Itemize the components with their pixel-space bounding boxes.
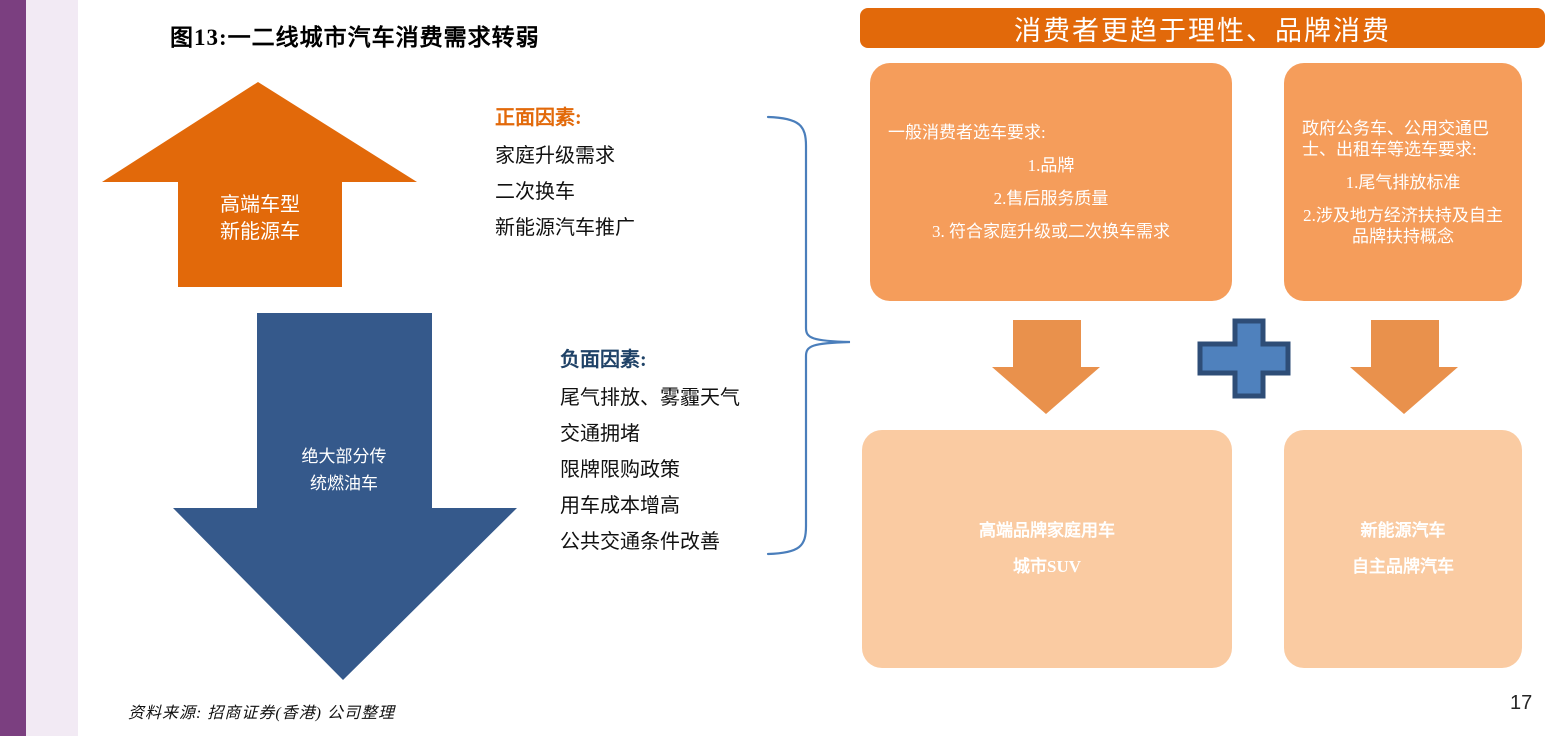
fleet-result-box: 新能源汽车 自主品牌汽车 [1284, 430, 1522, 668]
negative-factor-item: 公共交通条件改善 [560, 531, 720, 553]
consumer-requirement-item: 2.售后服务质量 [993, 189, 1109, 208]
consumer-requirements-box: 一般消费者选车要求: 1.品牌 2.售后服务质量 3. 符合家庭升级或二次换车需… [870, 63, 1232, 301]
curly-brace-icon [766, 115, 851, 556]
consumer-result-line: 高端品牌家庭用车 [979, 521, 1115, 540]
increase-arrow-label: 高端车型 新能源车 [220, 194, 300, 243]
positive-factors-list: 正面因素: 家庭升级需求 二次换车 新能源汽车推广 [495, 104, 635, 246]
positive-factor-item: 家庭升级需求 [495, 145, 615, 167]
negative-factor-item: 限牌限购政策 [560, 459, 680, 481]
positive-factor-item: 新能源汽车推广 [495, 217, 635, 239]
page-number: 17 [1510, 692, 1533, 714]
consumer-result-line: 城市SUV [1012, 557, 1081, 576]
increase-arrow-icon [102, 82, 417, 287]
decrease-arrow-icon [173, 313, 517, 680]
panel-header: 消费者更趋于理性、品牌消费 [860, 8, 1545, 48]
negative-factor-item: 交通拥堵 [560, 423, 640, 445]
consumer-requirements-heading: 一般消费者选车要求: [888, 123, 1046, 142]
fleet-requirements-box: 政府公务车、公用交通巴士、出租车等选车要求: 1.尾气排放标准 2.涉及地方经济… [1284, 63, 1522, 301]
consumer-requirement-item: 3. 符合家庭升级或二次换车需求 [932, 222, 1170, 241]
plus-icon [1197, 318, 1291, 399]
fleet-requirement-item: 1.尾气排放标准 [1345, 172, 1461, 192]
negative-factor-item: 尾气排放、雾霾天气 [560, 387, 740, 409]
consumer-result-box: 高端品牌家庭用车 城市SUV [862, 430, 1232, 668]
figure-title: 图13:一二线城市汽车消费需求转弱 [170, 25, 540, 50]
fleet-result-line: 自主品牌汽车 [1352, 557, 1454, 576]
consumer-requirement-item: 1.品牌 [1027, 156, 1075, 175]
sidebar-accent-bar [0, 0, 26, 736]
positive-factors-heading: 正面因素: [495, 107, 582, 129]
fleet-requirements-heading: 政府公务车、公用交通巴士、出租车等选车要求: [1302, 118, 1489, 159]
decrease-arrow-label: 绝大部分传 统燃油车 [301, 447, 387, 493]
source-note: 资料来源: 招商证券(香港) 公司整理 [128, 705, 395, 722]
down-arrow-icon [992, 320, 1100, 414]
sidebar-secondary-bar [26, 0, 78, 736]
positive-factor-item: 二次换车 [495, 181, 575, 203]
fleet-requirement-item: 2.涉及地方经济扶持及自主品牌扶持概念 [1303, 205, 1503, 246]
fleet-result-line: 新能源汽车 [1360, 521, 1446, 540]
down-arrow-icon [1350, 320, 1458, 414]
negative-factor-item: 用车成本增高 [560, 495, 680, 517]
negative-factors-heading: 负面因素: [560, 349, 647, 371]
negative-factors-list: 负面因素: 尾气排放、雾霾天气 交通拥堵 限牌限购政策 用车成本增高 公共交通条… [560, 346, 740, 560]
